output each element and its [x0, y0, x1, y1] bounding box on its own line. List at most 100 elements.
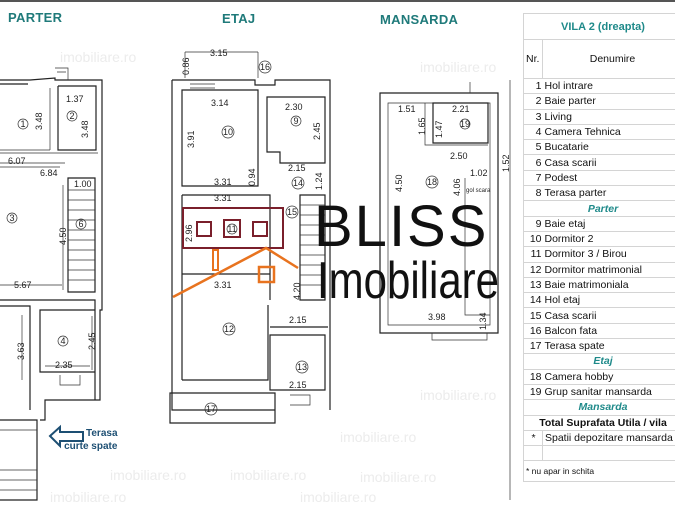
watermark: imobiliare.ro: [230, 467, 306, 483]
dimension: 0.94: [247, 168, 257, 186]
dimension: 3.31: [214, 193, 232, 203]
dimension: 2.15: [289, 380, 307, 390]
room-name: Balcon fata: [542, 322, 675, 340]
floor-title-parter: PARTER: [8, 10, 63, 25]
dimension: 1.51: [398, 104, 416, 114]
dimension: 2.50: [450, 151, 468, 161]
bliss-logo: BLISS Imobiliare: [172, 194, 499, 310]
room-number: 19: [460, 119, 470, 129]
room-nr: 1: [523, 77, 543, 95]
room-name: Camera Tehnica: [542, 123, 675, 141]
watermark: imobiliare.ro: [360, 469, 436, 485]
room-number: 10: [223, 127, 233, 137]
footnote-row: * nu apar in schita: [523, 460, 675, 483]
watermark: imobiliare.ro: [420, 59, 496, 75]
room-name: Living: [542, 108, 675, 125]
col-nr-header: Nr.: [523, 39, 543, 79]
room-nr: 13: [523, 276, 543, 294]
room-name: Baie parter: [542, 93, 675, 110]
dimension: 4.50: [58, 227, 68, 245]
room-name: Bucatarie: [542, 139, 675, 156]
room-nr: 2: [523, 93, 543, 110]
dimension: 3.91: [186, 130, 196, 148]
room-nr: 9: [523, 215, 543, 232]
dimension: 2.96: [184, 224, 194, 242]
room-number: 14: [293, 178, 303, 188]
dimension: 6.84: [40, 168, 58, 178]
watermark: imobiliare.ro: [420, 387, 496, 403]
room-nr: 10: [523, 230, 543, 248]
table-section-row: Parter: [523, 200, 675, 217]
room-nr: 14: [523, 292, 543, 309]
terasa-line2: curte spate: [64, 441, 118, 452]
room-number: 2: [69, 111, 74, 121]
room-number: 3: [9, 213, 14, 223]
dimension: 1.52: [501, 154, 511, 172]
room-number: 15: [287, 207, 297, 217]
arrow-left-icon: [48, 424, 84, 449]
watermark: imobiliare.ro: [50, 489, 126, 505]
room-nr: 6: [523, 154, 543, 171]
room-number: 11: [227, 224, 236, 234]
dimension: 1.34: [478, 312, 488, 330]
room-number: 13: [297, 362, 307, 372]
storage-row: *Spatii depozitare mansarda: [523, 429, 675, 447]
room-number: 1: [20, 119, 25, 129]
dimension: 6.07: [8, 156, 26, 166]
dimension: 2.15: [288, 163, 306, 173]
dimension: 4.20: [292, 282, 302, 300]
watermark: imobiliare.ro: [110, 467, 186, 483]
terasa-line1: Terasa: [86, 428, 118, 439]
dimension: 1.47: [434, 120, 444, 138]
room-nr: 15: [523, 307, 543, 324]
col-name-header: Denumire: [542, 39, 675, 79]
room-name: Baie etaj: [542, 215, 675, 232]
dimension: 0.86: [181, 57, 191, 75]
stair-void-label: gol scara: [466, 188, 491, 194]
dimension: 3.15: [210, 48, 228, 58]
room-nr: 16: [523, 322, 543, 340]
dimension: 1.00: [74, 179, 92, 189]
room-nr: 7: [523, 169, 543, 187]
room-nr: 11: [523, 246, 543, 263]
dimension: 2.15: [289, 315, 307, 325]
dimension: 1.37: [66, 94, 84, 104]
dimension: 2.45: [312, 122, 322, 140]
logo-line1: BLISS: [314, 194, 488, 259]
section-label: Parter: [523, 200, 675, 217]
room-number: 18: [427, 177, 437, 187]
watermark: imobiliare.ro: [340, 429, 416, 445]
room-name: Camera hobby: [542, 368, 675, 385]
table-title: VILA 2 (dreapta): [523, 13, 675, 40]
dimension: 3.98: [428, 312, 446, 322]
parter-plan: 1 2 3 4 6 1.37 3.48 3.48 6.07 6.84 1.00 …: [0, 67, 511, 501]
empty-cell: [542, 445, 675, 462]
empty-cell: [523, 445, 543, 462]
room-name: Casa scarii: [542, 307, 675, 324]
room-nr: 3: [523, 108, 543, 125]
room-nr: 8: [523, 185, 543, 202]
room-number: 12: [224, 324, 234, 334]
room-name: Casa scarii: [542, 154, 675, 171]
etaj-plan: 16 9 10 11 12 13 14 15 17 3.15 0.86 3.14…: [169, 48, 331, 424]
total-row: Total Suprafata Utila / vila: [523, 414, 675, 431]
room-name: Podest: [542, 169, 675, 187]
room-nr: 5: [523, 139, 543, 156]
table-section-row: Etaj: [523, 353, 675, 370]
room-number: 6: [78, 219, 83, 229]
storage-label: Spatii depozitare mansarda: [542, 429, 675, 447]
logo-line2: Imobiliare: [317, 252, 499, 310]
room-number: 17: [206, 404, 216, 414]
